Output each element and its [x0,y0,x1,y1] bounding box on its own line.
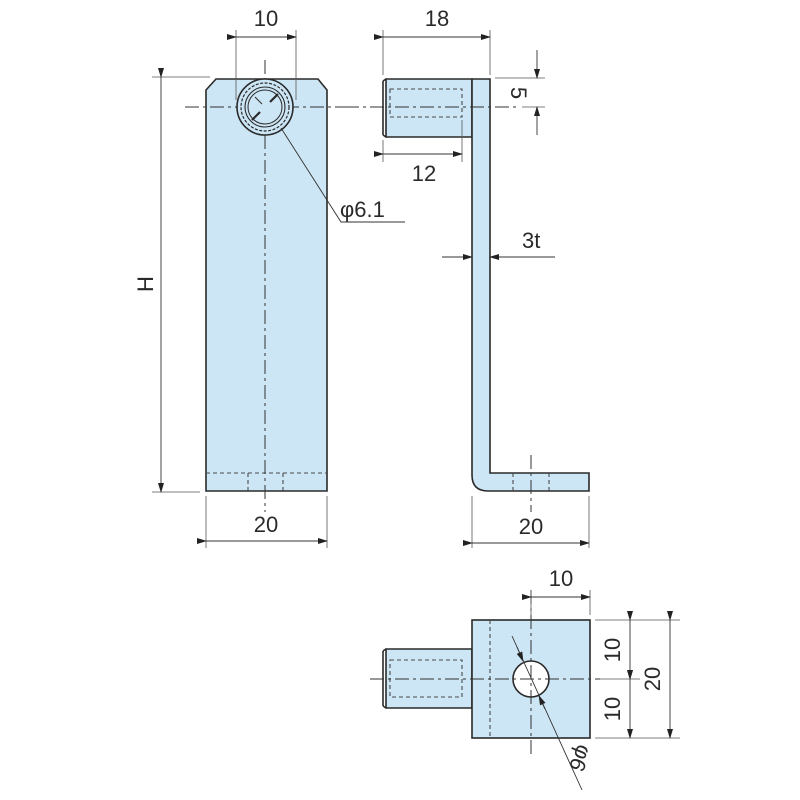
bottom-view: 10 10 10 20 φ6 [370,566,680,791]
dim-bottom-hole: φ6 [564,741,597,775]
dim-stud-offset: 5 [506,87,531,99]
dim-thickness: 3t [522,228,540,253]
dim-total-height: 20 [640,667,665,691]
dim-height: H [133,276,158,292]
front-view: 10 H φ6.1 20 [133,6,405,548]
bracket-front-body [205,78,328,492]
dim-half-bottom: 10 [600,697,625,721]
dim-foot-width: 20 [519,514,543,539]
stud-end-icon [236,78,294,136]
dim-top-width: 10 [254,6,278,31]
dim-hole-diameter: φ6.1 [340,197,385,222]
bracket-side-body [471,78,590,492]
dim-thread-length: 12 [412,161,436,186]
dim-bottom-width: 20 [254,512,278,537]
side-view: 18 5 12 3t 20 [345,6,590,548]
dim-half-top: 10 [600,638,625,662]
dim-hole-offset: 10 [549,566,573,591]
stud-side [385,78,473,138]
dim-stud-length: 18 [425,6,449,31]
